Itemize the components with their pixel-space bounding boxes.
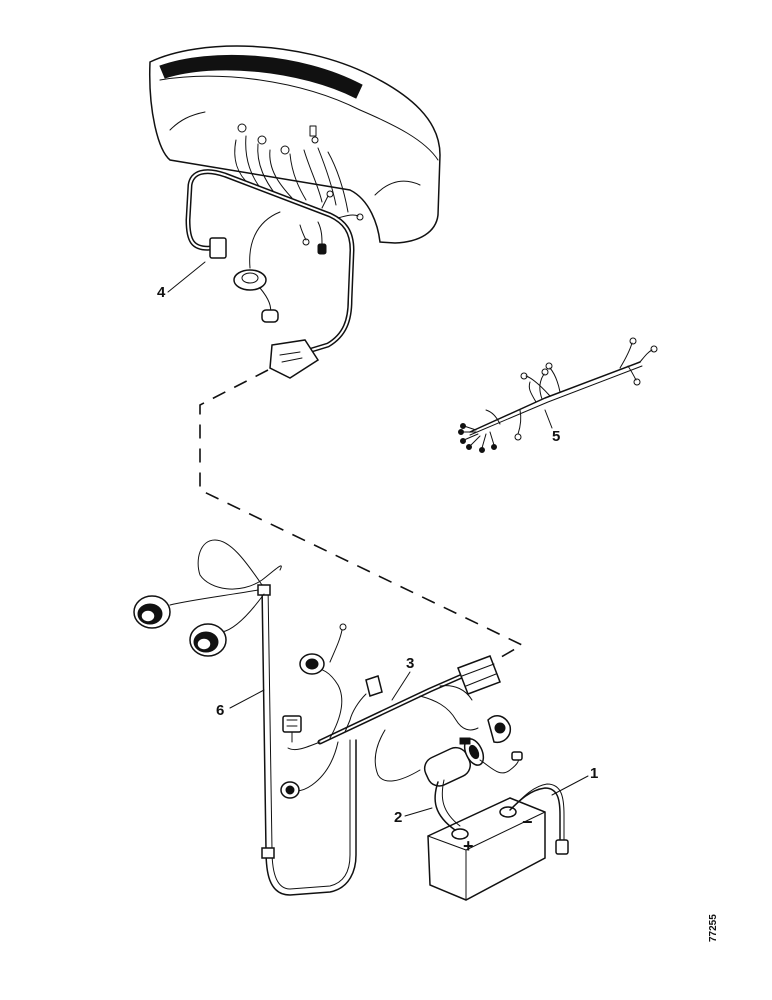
callout-label-1: 1	[590, 765, 598, 782]
callout-label-5: 5	[552, 428, 560, 445]
callout-label-6: 6	[216, 702, 224, 719]
callout-2: 2	[394, 807, 433, 826]
earth-strap	[434, 779, 461, 831]
callout-label-2: 2	[394, 809, 402, 826]
connection-dashed-line	[199, 369, 524, 661]
callout-3: 3	[391, 655, 414, 701]
callout-4: 4	[157, 261, 206, 301]
main-harness	[280, 623, 512, 799]
starter-solenoid	[423, 737, 523, 787]
instrument-harness	[185, 169, 364, 379]
instrument-panel	[148, 45, 441, 244]
callout-label-4: 4	[157, 284, 166, 301]
callout-1: 1	[551, 765, 598, 796]
positive-terminal-symbol: +	[463, 836, 474, 856]
link-harness	[458, 337, 658, 453]
reference-number: 77255	[708, 914, 719, 942]
rear-light-harness	[133, 539, 357, 896]
battery-cable	[509, 783, 569, 855]
battery: + −	[427, 797, 546, 901]
callout-6: 6	[216, 689, 265, 719]
callout-5: 5	[544, 409, 560, 445]
callout-label-3: 3	[406, 655, 414, 672]
negative-terminal-symbol: −	[522, 812, 533, 832]
